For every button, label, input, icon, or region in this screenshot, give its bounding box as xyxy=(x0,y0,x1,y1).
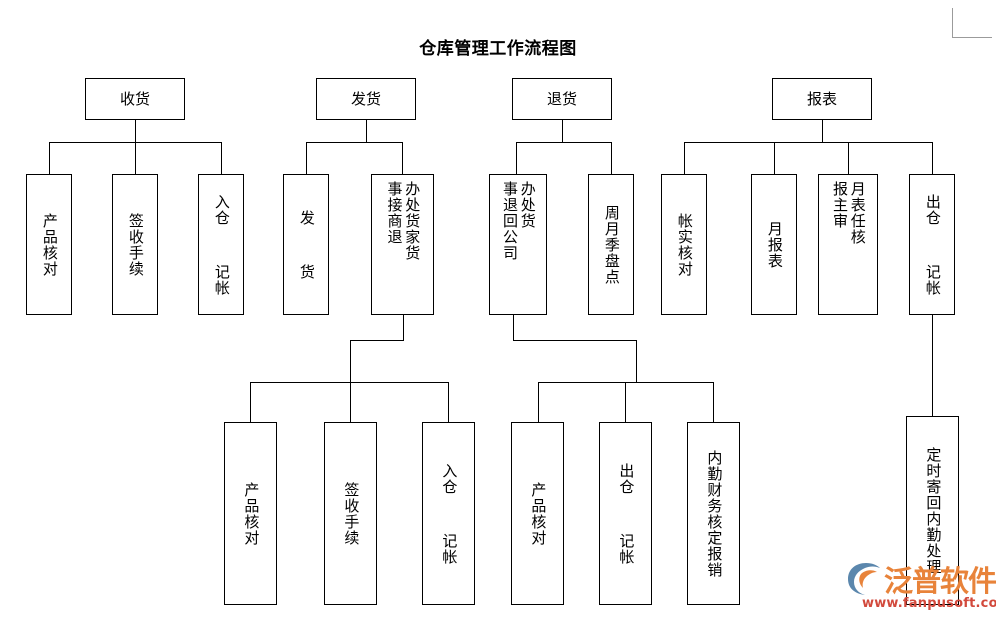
node-ship-ret-in[interactable]: 入仓 记帐 xyxy=(422,422,475,605)
connector-reports-bus xyxy=(684,142,932,143)
node-ret-inventory-label: 周月季盘点 xyxy=(602,204,621,285)
connector-ret-company-drop-1 xyxy=(538,382,539,422)
connector-ship-return-riser xyxy=(350,340,351,382)
connector-ret-company-jog xyxy=(513,340,636,341)
connector-ship-return-drop-3 xyxy=(448,382,449,422)
node-rep-recon[interactable]: 帐实核对 xyxy=(661,174,707,315)
connector-rep-out-stem xyxy=(932,315,933,416)
node-ret-finance-label: 内勤财务核定报销 xyxy=(705,449,724,578)
connector-shipping-drop-2 xyxy=(402,142,403,174)
connector-ret-company-stem xyxy=(513,315,514,340)
node-rep-audit-label: 报主审 月表任核 xyxy=(819,175,877,314)
node-reports[interactable]: 报表 xyxy=(772,78,872,120)
connector-returns-stem xyxy=(562,120,563,142)
connector-reports-drop-2 xyxy=(774,142,775,174)
connector-ship-return-jog xyxy=(350,340,404,341)
node-ret-finance[interactable]: 内勤财务核定报销 xyxy=(687,422,740,605)
connector-reports-drop-3 xyxy=(848,142,849,174)
node-ship-return-col-right: 事接商退 xyxy=(385,181,404,245)
node-ship-send[interactable]: 发 货 xyxy=(283,174,329,315)
node-ret-company-label: 事退回公司 办处货 xyxy=(490,175,546,314)
node-rep-mail[interactable]: 定时寄回内勤处理 xyxy=(906,416,959,605)
connector-receiving-stem xyxy=(135,120,136,142)
node-ship-ret-check-label: 产品核对 xyxy=(242,481,261,546)
node-recv-sign-label: 签收手续 xyxy=(126,212,145,277)
connector-receiving-drop-3 xyxy=(221,142,222,174)
node-ret-out[interactable]: 出仓 记帐 xyxy=(599,422,652,605)
node-rep-out[interactable]: 出仓 记帐 xyxy=(909,174,955,315)
connector-returns-bus xyxy=(516,142,611,143)
node-recv-sign[interactable]: 签收手续 xyxy=(112,174,158,315)
connector-ret-company-riser xyxy=(636,340,637,382)
node-rep-month[interactable]: 月报表 xyxy=(751,174,797,315)
node-receiving[interactable]: 收货 xyxy=(85,78,185,120)
connector-returns-drop-2 xyxy=(611,142,612,174)
node-ship-return[interactable]: 事接商退 办处货家货 xyxy=(371,174,434,315)
fanpu-swoosh-logo-icon xyxy=(848,563,880,595)
connector-ret-company-drop-3 xyxy=(713,382,714,422)
node-rep-audit[interactable]: 报主审 月表任核 xyxy=(818,174,878,315)
connector-reports-drop-4 xyxy=(932,142,933,174)
node-recv-in-label: 入仓 记帐 xyxy=(212,193,231,296)
node-recv-check-label: 产品核对 xyxy=(40,212,59,277)
connector-ship-return-drop-1 xyxy=(250,382,251,422)
node-ret-inventory[interactable]: 周月季盘点 xyxy=(588,174,634,315)
connector-reports-drop-1 xyxy=(684,142,685,174)
node-ship-return-label: 事接商退 办处货家货 xyxy=(372,175,433,314)
node-ret-company-col-right: 事退回公司 xyxy=(501,181,519,261)
node-ret-check-label: 产品核对 xyxy=(529,481,548,546)
connector-shipping-bus xyxy=(306,142,402,143)
node-rep-audit-col-right: 报主审 xyxy=(831,181,849,229)
connector-ship-return-drop-2 xyxy=(350,382,351,422)
connector-receiving-drop-2 xyxy=(135,142,136,174)
connector-ship-return-stem xyxy=(403,315,404,340)
node-ship-ret-sign[interactable]: 签收手续 xyxy=(324,422,377,605)
node-rep-mail-label: 定时寄回内勤处理 xyxy=(924,446,943,575)
node-ret-check[interactable]: 产品核对 xyxy=(511,422,564,605)
node-returns[interactable]: 退货 xyxy=(512,78,612,120)
connector-shipping-drop-1 xyxy=(306,142,307,174)
page-title: 仓库管理工作流程图 xyxy=(419,39,577,59)
node-ship-return-col-left: 办处货家货 xyxy=(403,181,422,261)
node-recv-check[interactable]: 产品核对 xyxy=(26,174,72,315)
connector-reports-stem xyxy=(822,120,823,142)
node-rep-audit-col-left: 月表任核 xyxy=(848,181,867,245)
node-rep-out-label: 出仓 记帐 xyxy=(923,193,942,296)
connector-receiving-drop-1 xyxy=(49,142,50,174)
node-rep-recon-label: 帐实核对 xyxy=(675,212,694,277)
node-ret-company-col-left: 办处货 xyxy=(518,181,537,229)
connector-returns-drop-1 xyxy=(516,142,517,174)
node-ship-send-label: 发 货 xyxy=(297,209,316,280)
node-shipping[interactable]: 发货 xyxy=(316,78,416,120)
connector-ship-return-bus xyxy=(250,382,448,383)
node-ship-ret-sign-label: 签收手续 xyxy=(342,481,361,546)
connector-shipping-stem xyxy=(366,120,367,142)
node-rep-month-label: 月报表 xyxy=(765,220,784,269)
node-ship-ret-check[interactable]: 产品核对 xyxy=(224,422,277,605)
node-receiving-label: 收货 xyxy=(119,89,150,108)
page-crop-mark xyxy=(952,8,992,38)
node-shipping-label: 发货 xyxy=(350,89,381,108)
node-ret-company[interactable]: 事退回公司 办处货 xyxy=(489,174,547,315)
connector-ret-company-drop-2 xyxy=(625,382,626,422)
node-reports-label: 报表 xyxy=(806,89,837,108)
node-recv-in[interactable]: 入仓 记帐 xyxy=(198,174,244,315)
node-returns-label: 退货 xyxy=(546,89,577,108)
node-ret-out-label: 出仓 记帐 xyxy=(617,462,636,565)
node-ship-ret-in-label: 入仓 记帐 xyxy=(440,462,459,565)
